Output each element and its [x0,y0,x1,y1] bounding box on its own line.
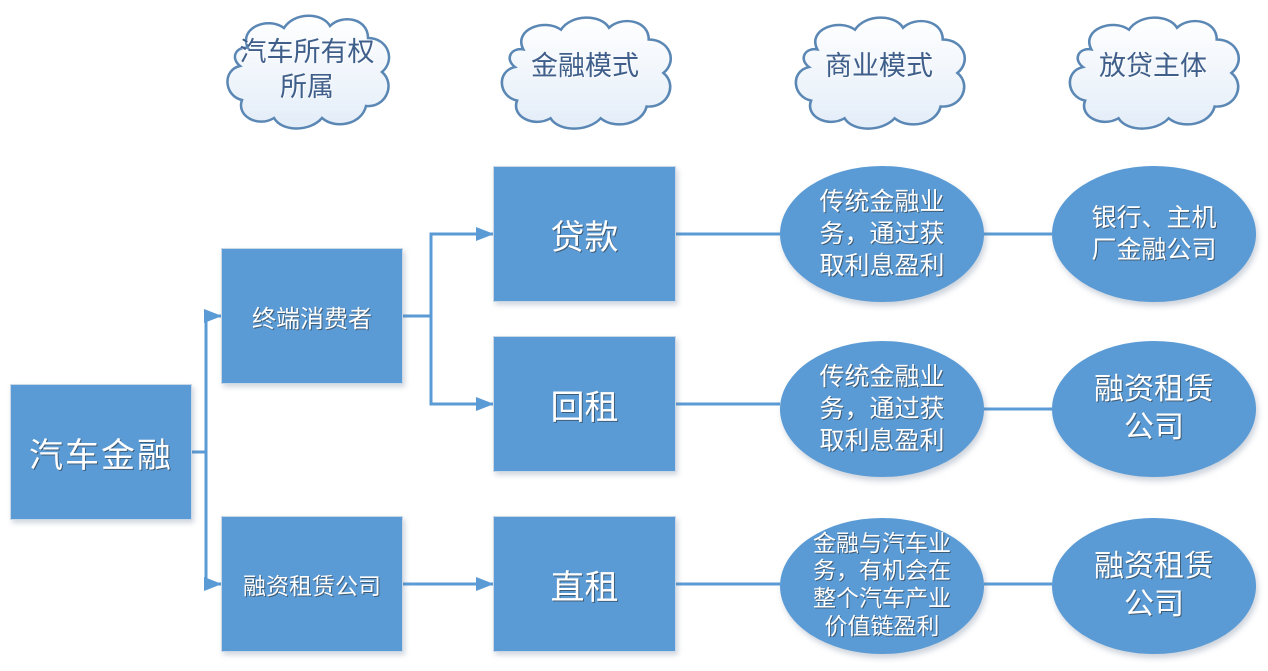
cloud-icon [794,16,966,130]
owner-label: 融资租赁公司 [243,574,381,600]
lender-line: 融资租赁 [1094,371,1214,407]
business-node-2: 传统金融业 务，通过获 取利息盈利 [780,341,984,477]
mode-label: 贷款 [550,217,619,258]
business-node-1: 传统金融业 务，通过获 取利息盈利 [780,166,984,302]
connector-consumer-to-leaseback [429,316,494,411]
header-line: 所属 [280,72,334,103]
business-line: 取利息盈利 [819,251,945,280]
owner-node-leasing-company: 融资租赁公司 [221,516,403,652]
connector-root-to-consumer [204,309,222,452]
business-line: 务，通过获 [819,219,945,248]
header-line: 金融模式 [531,50,639,82]
lender-node-2: 融资租赁 公司 [1052,341,1256,477]
header-line: 商业模式 [825,50,933,82]
header-line: 汽车所有权 [239,37,375,69]
lender-line: 融资租赁 [1094,548,1214,584]
mode-label: 回租 [550,387,619,428]
lender-node-1: 银行、主机 厂金融公司 [1052,166,1256,302]
mode-node-loan: 贷款 [493,166,676,302]
mode-label: 直租 [550,567,619,608]
header-cloud-business-mode: 商业模式 [786,10,972,134]
cloud-icon [226,14,391,130]
owner-node-consumer: 终端消费者 [221,248,403,384]
connector-root-to-leasing [204,452,222,591]
root-label: 汽车金融 [29,435,173,476]
business-line: 金融与汽车业 [813,530,951,557]
lender-node-3: 融资租赁 公司 [1052,518,1256,654]
root-node: 汽车金融 [10,384,192,520]
business-line: 传统金融业 [819,362,945,391]
owner-label: 终端消费者 [252,304,372,333]
connector-consumer-to-loan [429,227,494,316]
mode-node-leaseback: 回租 [493,336,676,472]
lender-line: 公司 [1124,587,1184,622]
cloud-icon [1068,16,1240,130]
lender-line: 银行、主机 [1091,203,1217,232]
business-line: 整个汽车产业 [813,586,951,612]
business-line: 价值链盈利 [824,613,940,640]
lender-line: 厂金融公司 [1091,235,1217,264]
business-line: 务，有机会在 [813,558,951,585]
header-cloud-finance-mode: 金融模式 [492,10,678,134]
header-cloud-ownership: 汽车所有权 所属 [218,8,396,134]
mode-node-direct-lease: 直租 [493,516,676,652]
business-line: 取利息盈利 [819,426,945,455]
business-line: 务，通过获 [819,394,945,423]
business-node-3: 金融与汽车业 务，有机会在 整个汽车产业 价值链盈利 [780,518,984,654]
header-cloud-lender: 放贷主体 [1060,10,1246,134]
cloud-icon [500,16,672,130]
business-line: 传统金融业 [819,187,945,216]
header-line: 放贷主体 [1099,50,1207,82]
lender-line: 公司 [1124,410,1184,445]
